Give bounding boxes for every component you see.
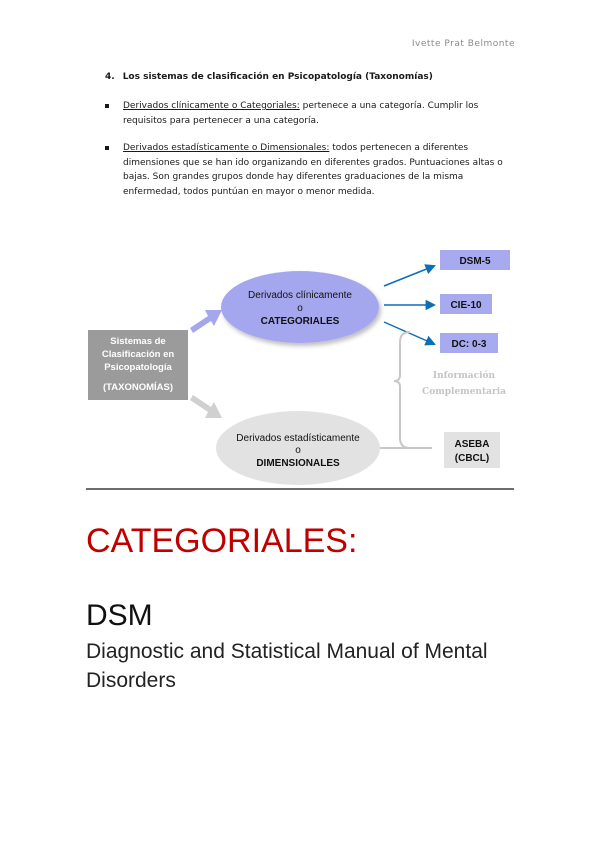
dc03-box	[440, 333, 498, 353]
dimensional-line: o	[295, 445, 301, 456]
dsm5-label: DSM-5	[459, 256, 491, 267]
taxonomy-box-line: Sistemas de	[110, 336, 165, 347]
categorical-line: CATEGORIALES	[261, 316, 340, 327]
categorical-ellipse	[221, 271, 379, 343]
block-arrow-down-icon	[190, 395, 222, 418]
bullet-square-icon	[105, 104, 109, 108]
dsm-title: DSM	[86, 599, 153, 632]
bullet-square-icon	[105, 146, 109, 150]
cie10-box	[440, 294, 492, 314]
taxonomy-box-line: Clasificación en	[102, 349, 175, 360]
section-heading: 4. Los sistemas de clasificación en Psico…	[105, 72, 433, 82]
aseba-label: (CBCL)	[455, 453, 489, 464]
dimensional-line: DIMENSIONALES	[256, 458, 340, 469]
taxonomy-box	[88, 330, 188, 400]
bullet-lead: Derivados estadísticamente o Dimensional…	[123, 143, 330, 153]
bullet-dimensionales: Derivados estadísticamente o Dimensional…	[105, 141, 505, 199]
taxonomy-diagram: Sistemas de Clasificación en Psicopatolo…	[88, 250, 510, 485]
taxonomy-box-line: Psicopatología	[104, 362, 172, 373]
bullet-text: pertenece a una categoría. Cumplir los r…	[123, 101, 479, 126]
block-arrow-up-icon	[190, 310, 222, 333]
taxonomy-box-line: (TAXONOMÍAS)	[103, 382, 173, 393]
complementary-label: Complementaria	[422, 387, 506, 397]
aseba-box	[444, 432, 500, 468]
categorical-line: Derivados clínicamente	[248, 290, 352, 301]
cie10-label: CIE-10	[450, 300, 482, 311]
section-divider	[86, 488, 514, 490]
dc03-label: DC: 0-3	[451, 339, 486, 350]
section-number: 4.	[105, 72, 115, 82]
dsm5-box	[440, 250, 510, 270]
dsm-subtitle: Diagnostic and Statistical Manual of Men…	[86, 640, 488, 692]
categoriales-title: CATEGORIALES:	[86, 522, 358, 560]
dimensional-line: Derivados estadísticamente	[236, 433, 360, 444]
section-title: Los sistemas de clasificación en Psicopa…	[122, 72, 433, 82]
arrow-to-dsm5	[383, 264, 436, 287]
aseba-label: ASEBA	[454, 439, 489, 450]
complementary-bracket	[393, 331, 411, 449]
dimensional-ellipse	[216, 411, 380, 485]
author-name: Ivette Prat Belmonte	[411, 39, 515, 49]
categorical-line: o	[297, 303, 303, 314]
complementary-label: Información	[433, 370, 496, 381]
bullet-lead: Derivados clínicamente o Categoriales:	[123, 101, 300, 111]
bullet-text: todos pertenecen a diferentes dimensione…	[123, 143, 503, 197]
bullet-categoriales: Derivados clínicamente o Categoriales: p…	[105, 99, 505, 128]
